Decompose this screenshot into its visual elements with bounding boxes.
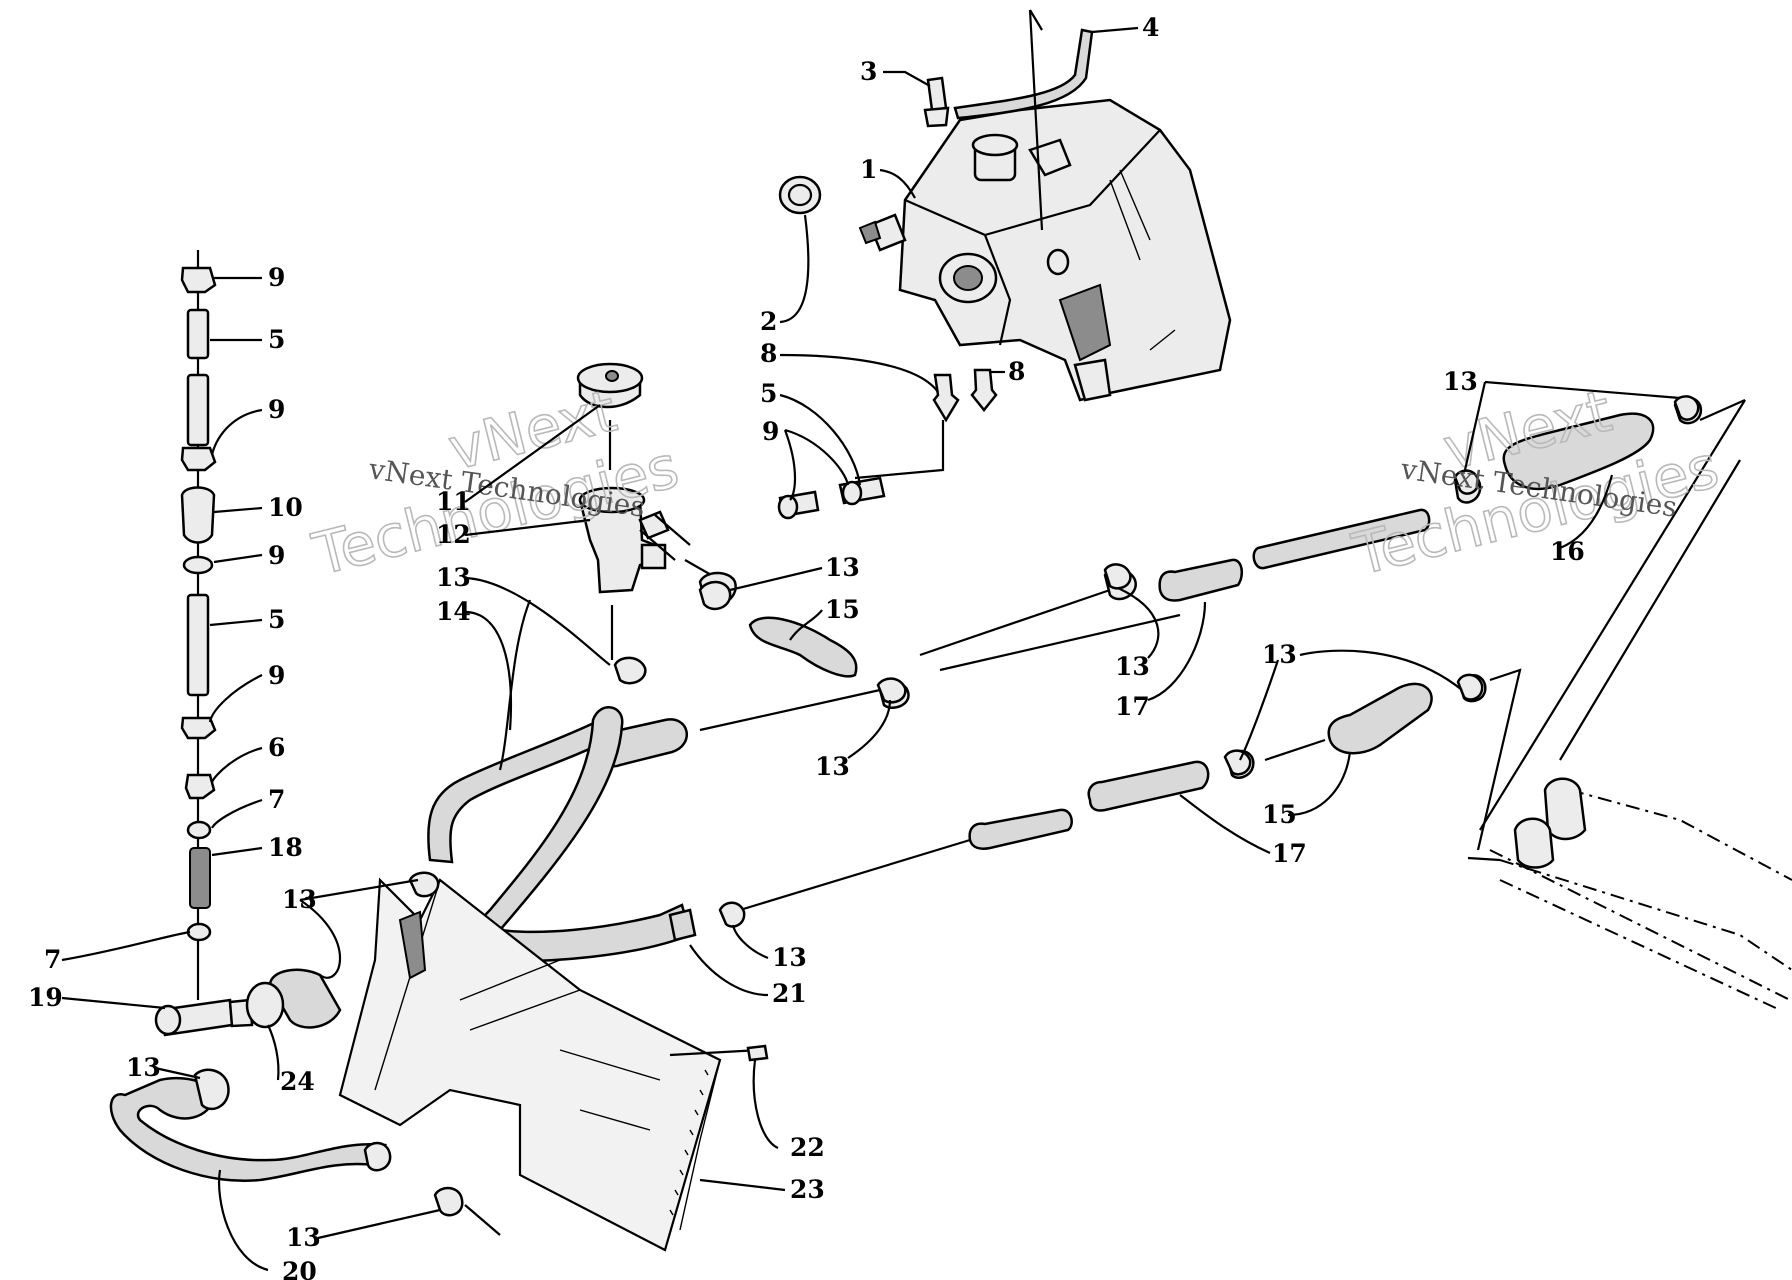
callout-12: 12 bbox=[436, 520, 471, 549]
callout-23: 23 bbox=[790, 1175, 825, 1204]
callout-18: 18 bbox=[268, 833, 303, 862]
callout-13-tee: 13 bbox=[436, 563, 471, 592]
callout-7-lower: 7 bbox=[44, 945, 61, 974]
heat-exchanger bbox=[1467, 398, 1792, 1011]
callout-5-stack-top: 5 bbox=[268, 325, 285, 354]
callout-13-upper-clamp: 13 bbox=[825, 553, 860, 582]
callout-labels: 1 2 3 4 5 5 5 6 7 7 8 8 9 9 9 9 9 10 11 … bbox=[28, 13, 1585, 1280]
radiator-cap bbox=[576, 362, 644, 470]
callout-14: 14 bbox=[436, 597, 471, 626]
callout-5-upper: 5 bbox=[760, 379, 777, 408]
coolant-tank bbox=[898, 98, 1232, 402]
callout-13-center: 13 bbox=[1115, 652, 1150, 681]
bolt-22 bbox=[669, 1044, 769, 1062]
callout-15-upper: 15 bbox=[825, 595, 860, 624]
callout-20: 20 bbox=[282, 1257, 317, 1280]
callout-13-elbow: 13 bbox=[126, 1053, 161, 1082]
callout-16: 16 bbox=[1550, 537, 1585, 566]
callout-9-stack-3: 9 bbox=[268, 541, 285, 570]
leader-lines bbox=[61, 26, 1681, 1272]
callout-13-mid-clamp: 13 bbox=[815, 752, 850, 781]
callout-6: 6 bbox=[268, 733, 285, 762]
callout-13-left: 13 bbox=[282, 885, 317, 914]
callout-9-upper: 9 bbox=[762, 417, 779, 446]
callout-13-lower-mid: 13 bbox=[772, 943, 807, 972]
callout-4: 4 bbox=[1142, 13, 1159, 42]
nipple-fittings-upper bbox=[777, 476, 886, 520]
callout-24: 24 bbox=[280, 1067, 315, 1096]
callout-1: 1 bbox=[860, 155, 877, 184]
callout-7-stack: 7 bbox=[268, 785, 285, 814]
radiator-panel bbox=[338, 877, 722, 1252]
callout-15-lower: 15 bbox=[1262, 800, 1297, 829]
callout-13-right-lower: 13 bbox=[1262, 640, 1297, 669]
callout-21: 21 bbox=[772, 979, 807, 1008]
callout-13-bottom: 13 bbox=[286, 1223, 321, 1252]
callout-22: 22 bbox=[790, 1133, 825, 1162]
callout-13-right-top: 13 bbox=[1443, 367, 1478, 396]
vent-hose bbox=[923, 9, 1094, 231]
callout-2: 2 bbox=[760, 307, 777, 336]
callout-9-stack-4: 9 bbox=[268, 661, 285, 690]
callout-9-stack-1: 9 bbox=[268, 263, 285, 292]
callout-3: 3 bbox=[860, 57, 877, 86]
callout-10: 10 bbox=[268, 493, 303, 522]
callout-9-stack-2: 9 bbox=[268, 395, 285, 424]
left-vertical-stack bbox=[180, 250, 217, 1000]
callout-17-mid: 17 bbox=[1115, 692, 1150, 721]
callout-17-lower: 17 bbox=[1272, 839, 1307, 868]
s-hose-21 bbox=[464, 706, 697, 963]
tank-cap bbox=[778, 175, 907, 252]
filler-neck-tee bbox=[578, 486, 691, 660]
drain-fittings bbox=[854, 368, 998, 480]
callout-8-left: 8 bbox=[760, 339, 777, 368]
watermark-right: vNext Technologies vNext Technologies bbox=[1345, 376, 1726, 590]
hose-clamps bbox=[408, 395, 1700, 928]
callout-19: 19 bbox=[28, 983, 63, 1012]
callout-11: 11 bbox=[436, 487, 471, 516]
callout-8-right: 8 bbox=[1008, 357, 1025, 386]
callout-5-stack-mid: 5 bbox=[268, 605, 285, 634]
